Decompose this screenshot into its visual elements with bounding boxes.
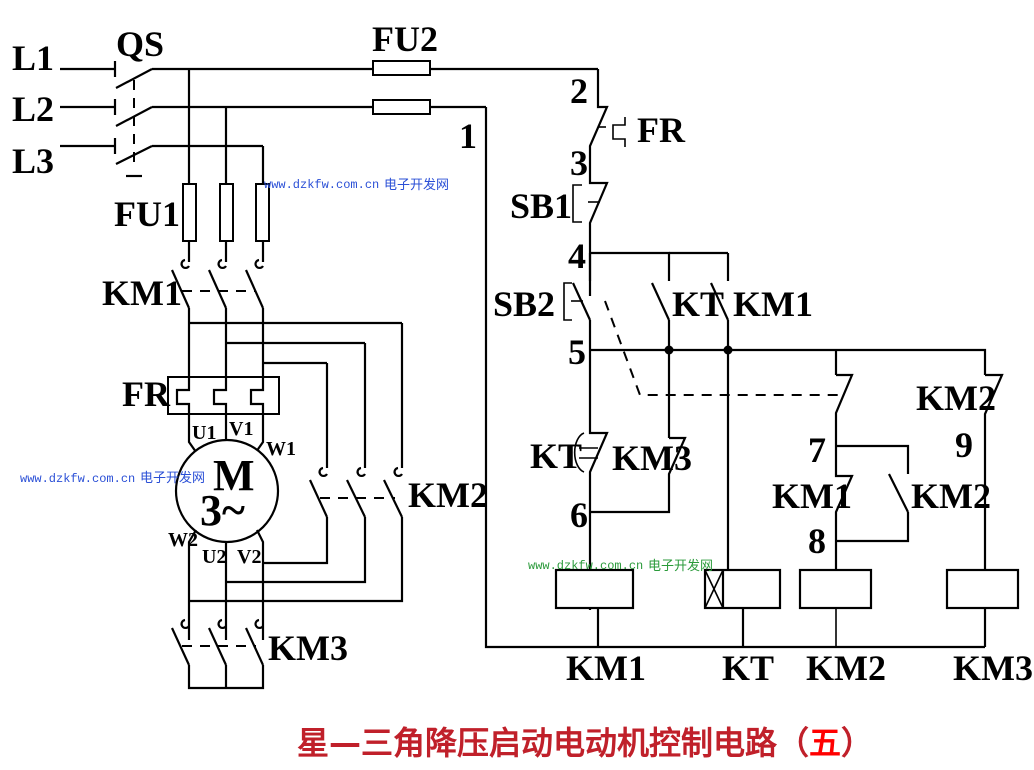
km3-star-contacts bbox=[171, 618, 265, 690]
watermark-site-name: 电子开发网 bbox=[648, 558, 713, 574]
coil-label-kt: KT bbox=[722, 648, 774, 688]
fr-thermal-elements bbox=[167, 376, 280, 415]
km1-main-contacts bbox=[170, 258, 265, 380]
fu2-fuse-1 bbox=[372, 60, 431, 76]
power-circuit: L1 L2 L3 QS FU1 bbox=[12, 24, 598, 690]
coil-km3 bbox=[945, 568, 1020, 610]
watermark-url: www.dzkfw.com.cn bbox=[528, 559, 643, 573]
node-2: 2 bbox=[570, 71, 588, 111]
km2-delta-contacts bbox=[189, 466, 404, 603]
label-km1-power: KM1 bbox=[102, 273, 182, 313]
label-l2: L2 bbox=[12, 89, 54, 129]
coil-label-km2: KM2 bbox=[806, 648, 886, 688]
node-4: 4 bbox=[568, 236, 586, 276]
label-qs: QS bbox=[116, 24, 164, 64]
label-km3-nc: KM3 bbox=[612, 438, 692, 478]
junction-dot bbox=[723, 345, 733, 355]
terminal-v1: V1 bbox=[229, 418, 253, 440]
control-circuit: FU2 1 2 FR 3 SB1 4 SB2 KT K bbox=[372, 19, 1033, 688]
label-kt-hold: KT bbox=[672, 284, 724, 324]
title-close: ） bbox=[841, 724, 873, 762]
terminal-w2: W2 bbox=[168, 529, 198, 551]
label-km1-nc: KM1 bbox=[772, 476, 852, 516]
label-km1-hold: KM1 bbox=[733, 284, 813, 324]
node-1: 1 bbox=[459, 116, 477, 156]
watermark-site-name: 电子开发网 bbox=[384, 177, 449, 193]
junction-dot bbox=[664, 345, 674, 355]
label-fr-power: FR bbox=[122, 374, 171, 414]
diagram-title: 星—三角降压启动电动机控制电路（五） bbox=[297, 724, 873, 762]
watermark-url: www.dzkfw.com.cn bbox=[20, 472, 135, 486]
label-sb1: SB1 bbox=[510, 186, 572, 226]
coil-label-km1: KM1 bbox=[566, 648, 646, 688]
watermark-url: www.dzkfw.com.cn bbox=[264, 178, 379, 192]
fu2-fuse-2 bbox=[372, 99, 431, 115]
label-km2-hold: KM2 bbox=[911, 476, 991, 516]
label-fr-contact: FR bbox=[637, 110, 686, 150]
motor-phase: 3~ bbox=[200, 486, 245, 535]
watermark-3: www.dzkfw.com.cn 电子开发网 bbox=[528, 558, 713, 574]
watermark-1: www.dzkfw.com.cn 电子开发网 bbox=[264, 177, 449, 193]
terminal-u2: U2 bbox=[202, 546, 226, 568]
label-km3-power: KM3 bbox=[268, 628, 348, 668]
coil-km1 bbox=[554, 568, 635, 610]
fu1-fuses bbox=[182, 183, 270, 242]
node-5: 5 bbox=[568, 332, 586, 372]
label-l1: L1 bbox=[12, 38, 54, 78]
terminal-v2: V2 bbox=[237, 546, 261, 568]
label-km2-nc: KM2 bbox=[916, 378, 996, 418]
label-sb2: SB2 bbox=[493, 284, 555, 324]
node-6: 6 bbox=[570, 495, 588, 535]
coil-km2 bbox=[798, 568, 873, 610]
watermark-site-name: 电子开发网 bbox=[140, 470, 205, 486]
label-kt-delay: KT bbox=[530, 436, 582, 476]
watermark-2: www.dzkfw.com.cn 电子开发网 bbox=[20, 470, 205, 486]
node-3: 3 bbox=[570, 143, 588, 183]
node-9: 9 bbox=[955, 425, 973, 465]
coil-kt bbox=[703, 568, 782, 610]
title-number: 五 bbox=[809, 724, 841, 762]
terminal-w1: W1 bbox=[266, 438, 296, 460]
motor-symbol: M bbox=[213, 451, 255, 500]
qs-switch bbox=[60, 61, 153, 178]
node-7: 7 bbox=[808, 430, 826, 470]
coil-label-km3: KM3 bbox=[953, 648, 1033, 688]
label-fu1: FU1 bbox=[114, 194, 180, 234]
terminal-u1: U1 bbox=[192, 422, 216, 444]
label-l3: L3 bbox=[12, 141, 54, 181]
label-km2-power: KM2 bbox=[408, 475, 488, 515]
node-8: 8 bbox=[808, 521, 826, 561]
motor: M 3~ U1 V1 W1 W2 U2 V2 bbox=[168, 414, 296, 640]
label-fu2: FU2 bbox=[372, 19, 438, 59]
title-main: 星—三角降压启动电动机控制电路（ bbox=[297, 724, 809, 762]
